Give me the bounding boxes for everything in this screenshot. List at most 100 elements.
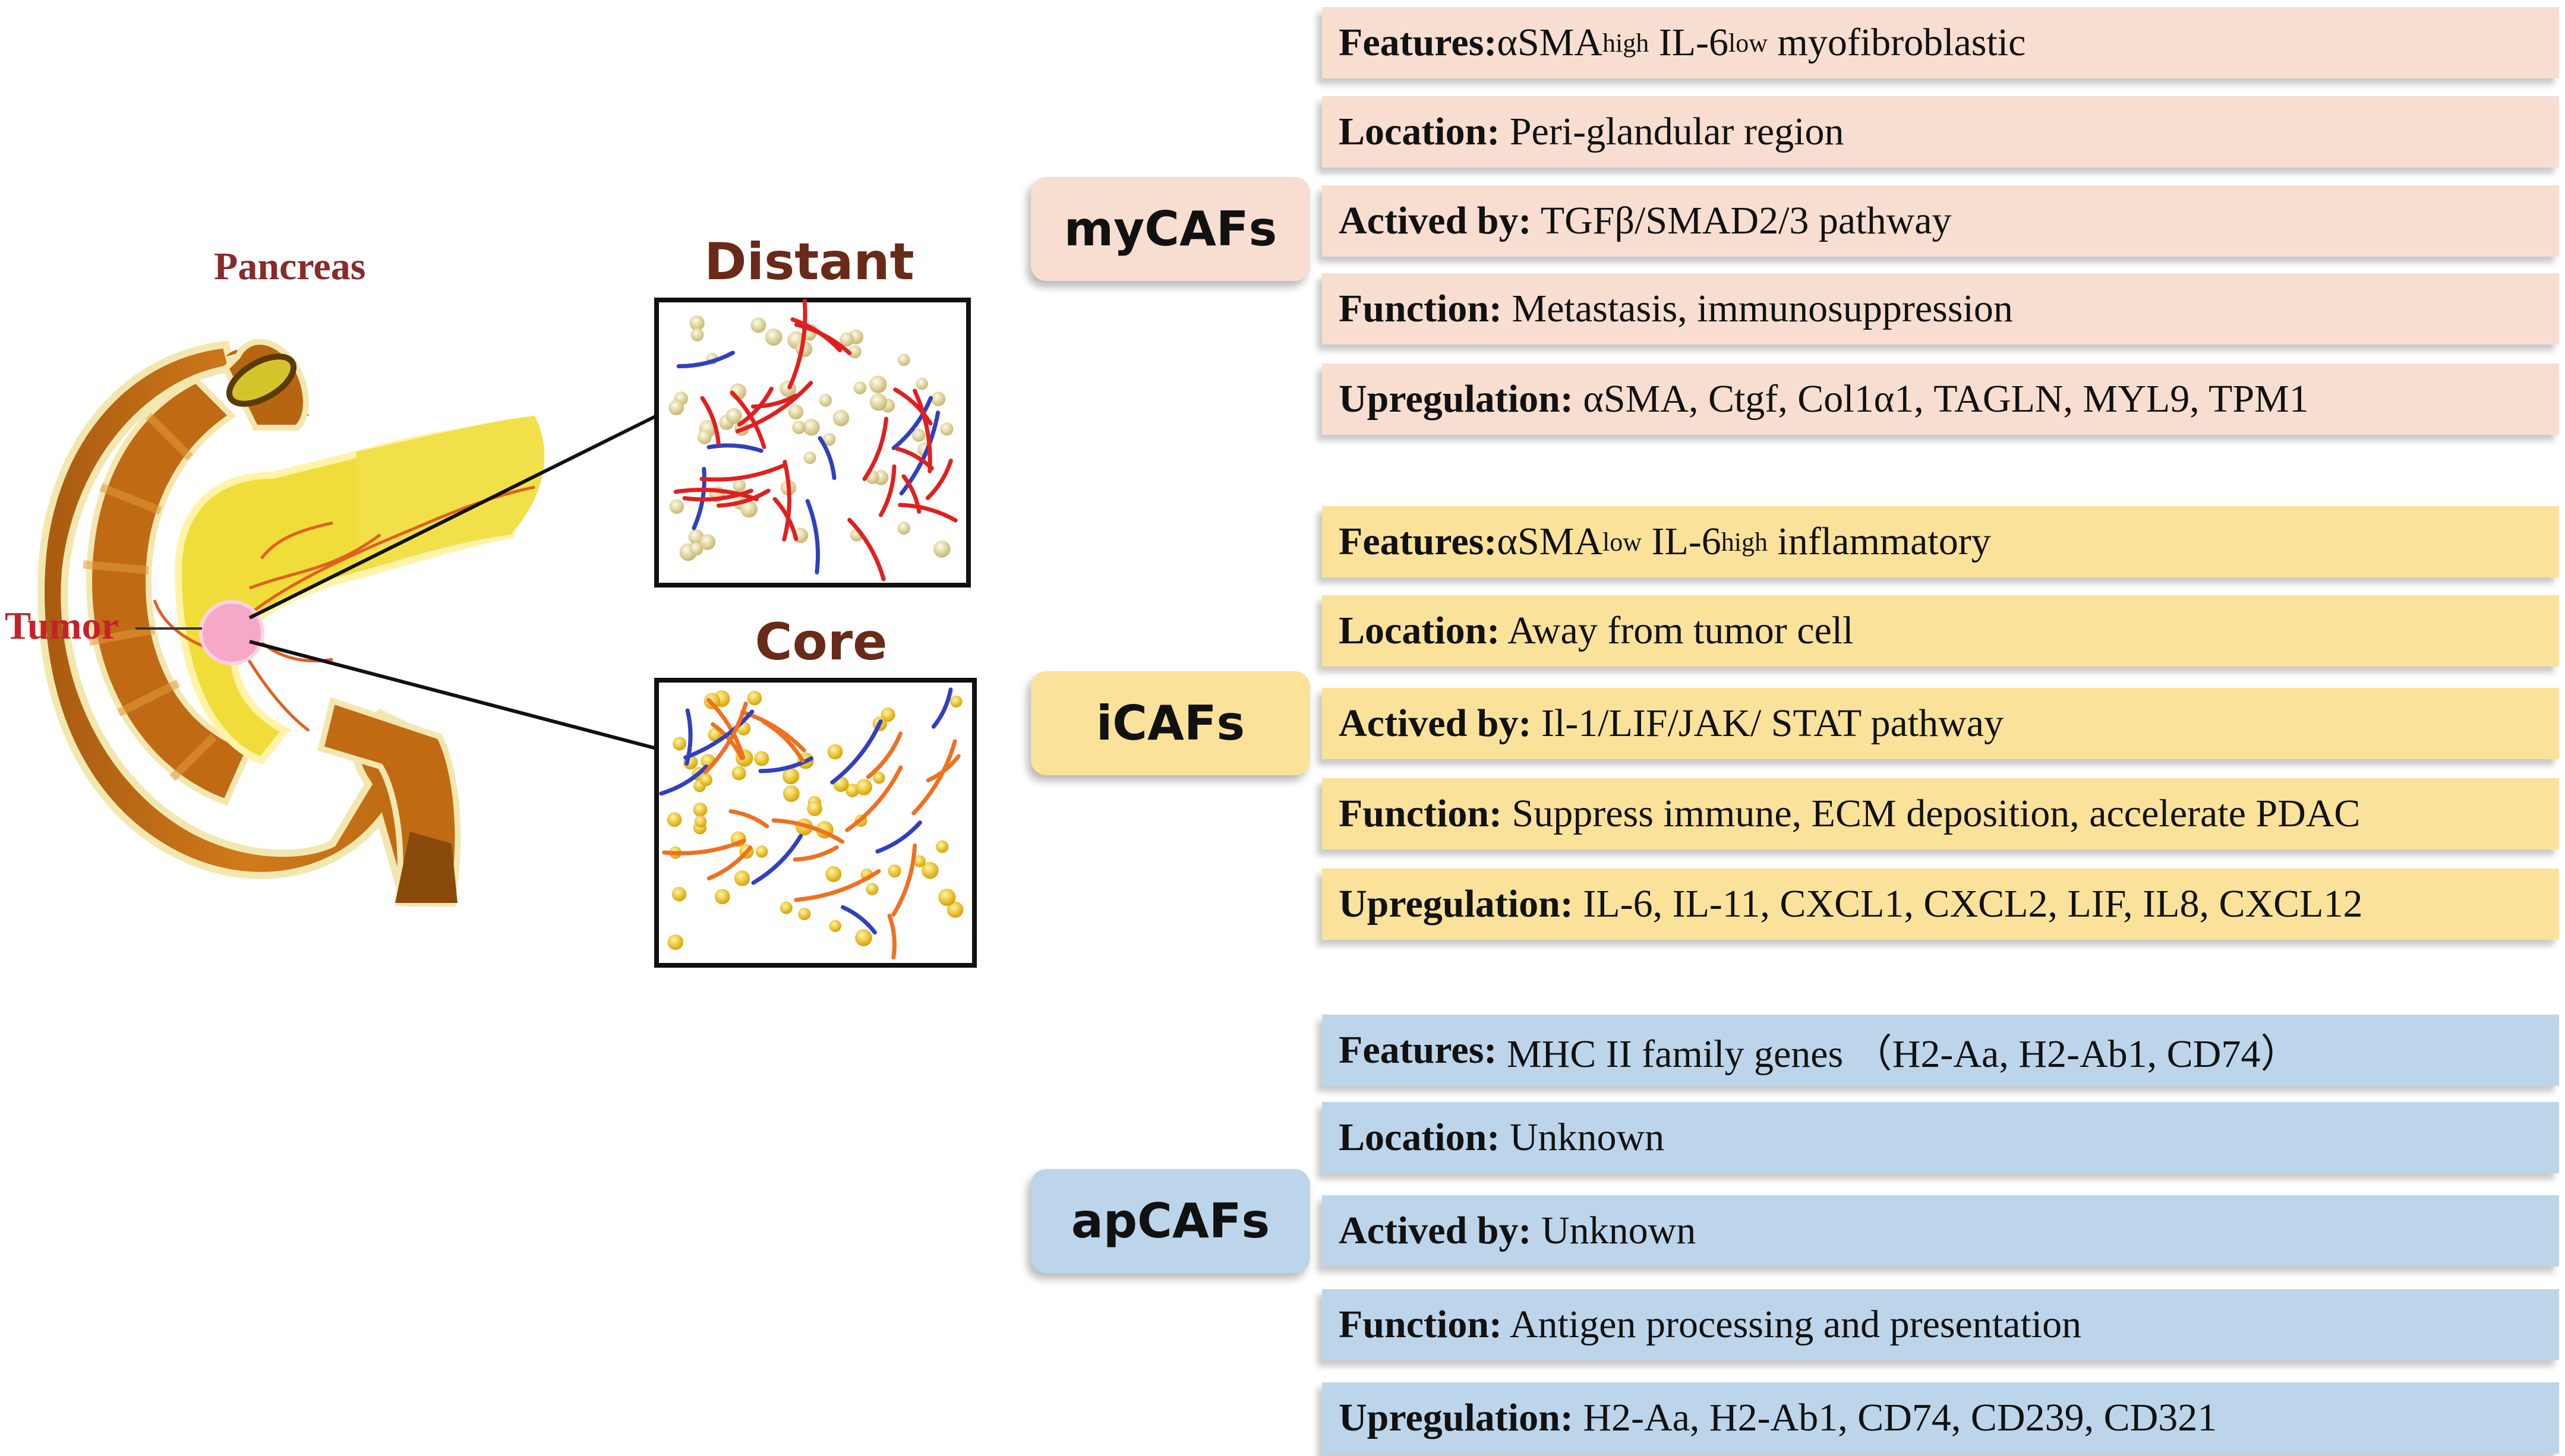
fibroblast-cell	[750, 393, 798, 409]
fibroblast-cell	[728, 809, 769, 829]
pancreas-illustration: Pancreas Tumor Distant Core	[5, 232, 977, 968]
cell-dot	[668, 400, 684, 416]
cell-dot	[888, 864, 901, 878]
cell-dot	[714, 889, 730, 905]
mycafs-function-row: Function: Metastasis, immunosuppression	[1322, 273, 2559, 345]
cell-dot	[725, 408, 742, 424]
cell-dot	[700, 773, 713, 787]
apcafs-upregulation-row: Upregulation: H2-Aa, H2-Ab1, CD74, CD239…	[1322, 1382, 2559, 1454]
fibroblast-cell	[840, 905, 877, 935]
core-cells	[659, 687, 964, 960]
cell-dot	[825, 866, 842, 882]
fibroblast-cell	[898, 503, 958, 523]
tumor-mass	[199, 600, 264, 665]
core-label: Core	[755, 612, 888, 672]
cell-dot	[667, 934, 683, 950]
fibroblast-cell	[706, 845, 753, 881]
cell-dot	[783, 785, 800, 803]
apcafs-function-row: Function: Antigen processing and present…	[1322, 1289, 2559, 1360]
fibroblast-cell	[703, 702, 748, 775]
fibroblast-cell	[818, 436, 837, 481]
fibroblast-cell	[683, 709, 755, 760]
connector-core	[249, 640, 657, 750]
fibroblast-cell	[673, 487, 759, 501]
fibroblast-cell	[891, 396, 933, 450]
cell-dot	[667, 812, 682, 827]
fibroblast-cell	[893, 387, 933, 426]
distant-label: Distant	[704, 232, 914, 292]
cell-dot	[819, 393, 832, 407]
fibroblast-cell	[875, 820, 922, 854]
group-label-apcafs: apCAFs	[1031, 1169, 1310, 1273]
cell-dot	[780, 901, 793, 914]
fibroblast-cell	[794, 323, 852, 356]
cell-dot	[950, 695, 963, 708]
cell-dot	[689, 542, 703, 556]
cell-dot	[935, 840, 949, 853]
fibroblast-cell	[794, 869, 881, 902]
cell-dot	[832, 409, 850, 427]
cell-dot	[733, 479, 746, 492]
duodenum-shape	[37, 339, 461, 907]
icafs-upregulation-row: Upregulation: IL-6, IL-11, CXCL1, CXCL2,…	[1322, 868, 2559, 940]
cell-dot	[734, 870, 750, 886]
fibroblast-cell	[751, 833, 803, 885]
cell-dot	[754, 751, 769, 766]
cell-dot	[856, 779, 872, 795]
cell-dot	[845, 784, 859, 798]
cell-dot	[911, 428, 926, 442]
cell-dot	[755, 845, 768, 858]
cell-dot	[747, 690, 762, 706]
cell-dot	[792, 421, 806, 434]
pancreas-label: Pancreas	[214, 245, 365, 288]
cell-dot	[853, 381, 867, 394]
icafs-location-row: Location: Away from tumor cell	[1322, 595, 2559, 667]
distant-cells	[668, 299, 958, 582]
fibroblast-cell	[730, 390, 766, 449]
fibroblast-cell	[878, 464, 897, 517]
cell-dot	[690, 328, 704, 342]
fibroblast-cell	[771, 818, 845, 844]
fibroblast-cell	[913, 389, 932, 473]
cell-dot	[694, 815, 707, 828]
cell-dot	[822, 432, 836, 446]
cell-dot	[807, 801, 822, 816]
cell-dot	[731, 766, 746, 781]
fibroblast-cell	[716, 488, 771, 508]
fibroblast-cell	[758, 756, 813, 773]
fibroblast-cell	[891, 843, 917, 917]
cell-dot	[855, 929, 872, 946]
cell-dot	[750, 317, 766, 333]
fibroblast-cell	[772, 497, 799, 541]
fibroblast-cell	[847, 517, 886, 582]
connector-distant	[248, 414, 658, 620]
fibroblast-cell	[699, 463, 786, 482]
cell-dot	[913, 855, 926, 867]
cell-dot	[930, 391, 946, 406]
mycafs-upregulation-row: Upregulation: αSMA, Ctgf, Col1α1, TAGLN,…	[1322, 364, 2559, 435]
fibroblast-cell	[931, 687, 953, 729]
pancreas-body	[153, 416, 545, 765]
cell-dot	[693, 803, 708, 817]
cell-dot	[933, 540, 951, 558]
cell-dot	[916, 377, 928, 390]
cell-dot	[897, 522, 911, 535]
apcafs-activated-row: Actived by: Unknown	[1322, 1195, 2559, 1267]
cell-dot	[873, 772, 885, 784]
cell-dot	[669, 499, 684, 514]
fibroblast-cell	[706, 443, 763, 453]
cell-dot	[940, 422, 954, 436]
cell-dot	[798, 908, 811, 921]
cell-dot	[840, 332, 854, 347]
cell-dot	[689, 315, 705, 331]
cell-dot	[869, 375, 887, 393]
fibroblast-cell	[676, 350, 735, 369]
cell-dot	[869, 393, 888, 411]
cell-dot	[765, 329, 783, 346]
fibroblast-cell	[911, 739, 957, 816]
fibroblast-cell	[845, 765, 903, 832]
cell-dot	[881, 708, 895, 722]
cell-dot	[788, 404, 804, 420]
